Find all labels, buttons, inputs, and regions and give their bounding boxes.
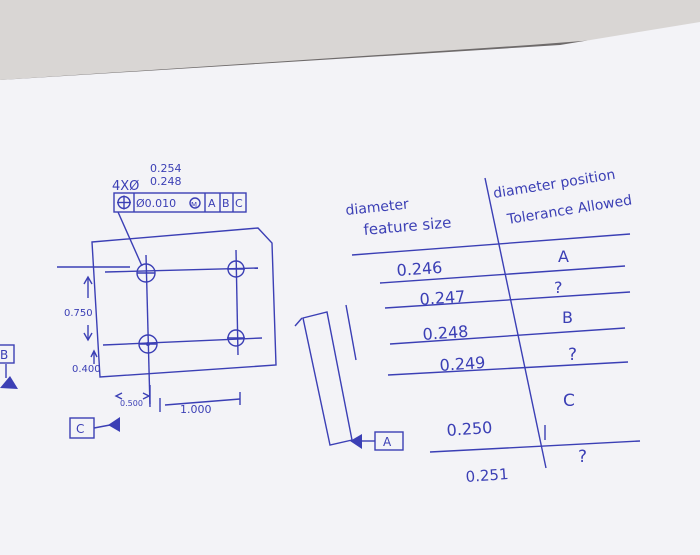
centerline — [145, 254, 151, 408]
table-tolerance-cell: ? — [554, 278, 563, 297]
table-tolerance-cell: B — [562, 308, 573, 327]
fcf-datum-a: A — [208, 197, 216, 210]
centerline — [102, 337, 263, 346]
table-tolerance-cell: ? — [578, 447, 587, 467]
table-size-cell: 0.251 — [465, 465, 509, 486]
paper-beneath — [0, 0, 700, 80]
table-header-left-line1: diameter — [345, 196, 410, 219]
dim-vertical-inner: 0.400 — [72, 364, 101, 375]
hole-center-dot — [146, 342, 150, 346]
hole-count-prefix: 4XØ — [112, 179, 139, 194]
datum-a-triangle — [350, 434, 362, 449]
fcf-tolerance: Ø0.010 — [136, 197, 176, 210]
table-size-cell: 0.246 — [396, 258, 443, 280]
size-upper-limit: 0.254 — [150, 162, 182, 175]
fcf-datum-b: B — [222, 197, 230, 210]
part-outline — [91, 227, 277, 378]
table-tolerance-cell: A — [558, 247, 569, 266]
table-tolerance-cell: ? — [568, 345, 577, 365]
table-divider — [484, 177, 547, 469]
table-size-cell: 0.248 — [422, 322, 469, 344]
fcf-modifier: M — [191, 201, 197, 209]
datum-b-triangle — [0, 376, 18, 389]
datum-a-label: A — [383, 435, 392, 449]
paper-sheet — [0, 22, 700, 555]
table-size-cell: 0.247 — [419, 287, 466, 309]
mmc-modifier-icon — [189, 197, 201, 209]
dim-vertical-outer: 0.750 — [64, 308, 93, 319]
dim-horizontal-short: 0.500 — [120, 399, 143, 408]
datum-c-triangle — [108, 417, 120, 432]
size-lower-limit: 0.248 — [150, 175, 182, 188]
dim-horizontal-long: 1.000 — [180, 403, 212, 416]
datum-b-label: B — [0, 348, 8, 362]
table-size-cell: 0.249 — [439, 353, 486, 375]
fcf-datum-c: C — [235, 197, 243, 210]
datum-c-label: C — [76, 422, 84, 436]
ink-drawing — [0, 177, 641, 469]
table-size-cell: 0.250 — [446, 418, 493, 440]
feature-control-frame — [113, 192, 247, 213]
table-tolerance-cell: C — [563, 391, 575, 411]
